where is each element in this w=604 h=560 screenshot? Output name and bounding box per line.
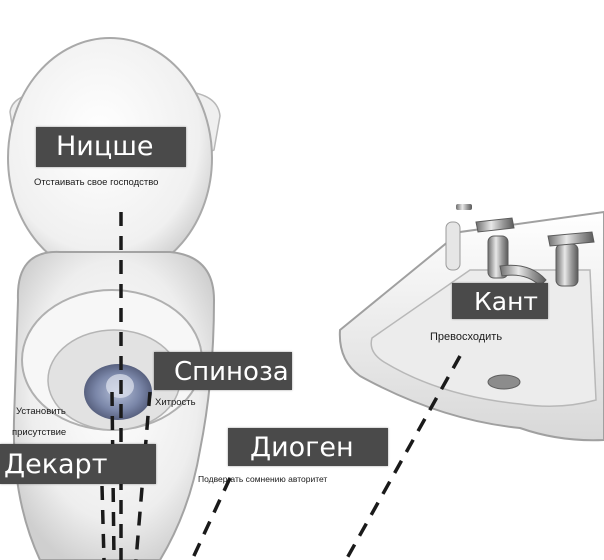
- soap-pump: [456, 204, 472, 210]
- faucet-handle-left: [475, 217, 515, 233]
- descartes-trajectory: [100, 485, 106, 560]
- soap-dispenser: [445, 221, 461, 271]
- descartes-label: Декарт: [0, 444, 156, 484]
- descartes-caption-line2: присутствие: [12, 427, 67, 438]
- diogenes-label: Диоген: [228, 428, 388, 466]
- diogenes-caption: Подвергать сомнению авторитет: [198, 474, 328, 484]
- kant-caption: Превосходить: [430, 331, 503, 343]
- nietzsche-caption: Отстаивать свое господство: [34, 177, 159, 188]
- sink: [338, 204, 604, 442]
- descartes-caption-line1: Установить: [16, 406, 66, 417]
- faucet-handle-right: [547, 231, 595, 247]
- faucet-handle-right-base: [555, 243, 579, 287]
- kant-label: Кант: [452, 283, 548, 319]
- toilet: [7, 37, 221, 560]
- spinoza-label: Спиноза: [154, 352, 292, 390]
- diogenes-trajectory: [190, 477, 232, 560]
- kant-trajectory: [344, 355, 462, 560]
- spinoza-caption: Хитрость: [155, 397, 196, 408]
- sink-drain: [487, 374, 521, 390]
- nietzsche-label: Ницше: [36, 127, 186, 167]
